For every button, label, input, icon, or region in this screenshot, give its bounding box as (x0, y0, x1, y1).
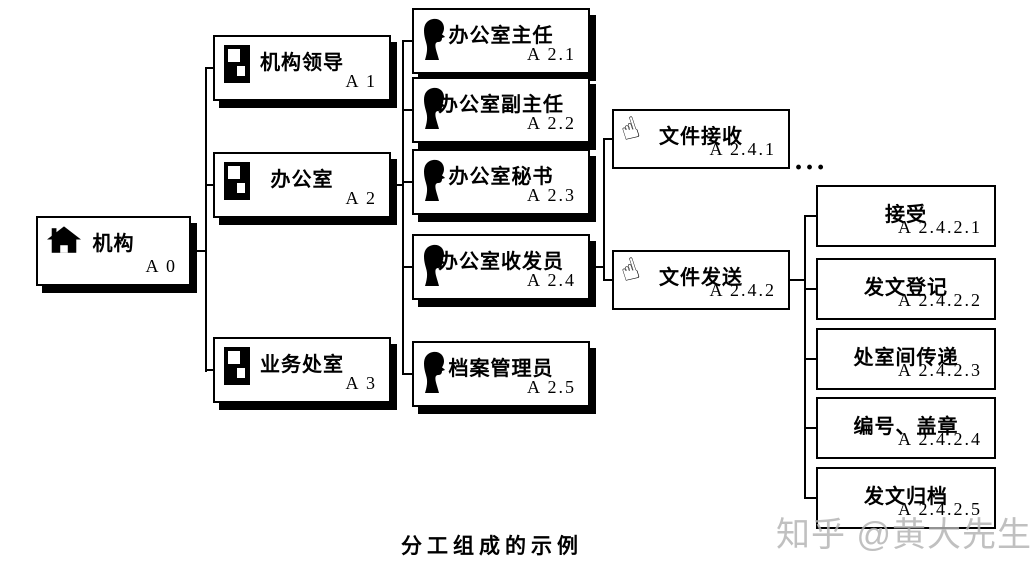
node-a2-4-2-5: 发文归档 A 2.4.2.5 (816, 467, 996, 529)
node-code: A 2.4.2.1 (897, 217, 982, 237)
node-title: 办公室主任 (448, 25, 554, 47)
connector (804, 288, 816, 290)
connector (205, 369, 213, 371)
node-a2-3: 办公室秘书 A 2.3 (412, 149, 590, 215)
node-a0: 机构 A 0 (36, 216, 191, 286)
node-code: A 1 (345, 71, 377, 91)
node-title: 档案管理员 (448, 358, 554, 380)
connector (790, 279, 804, 281)
node-a2-1: 办公室主任 A 2.1 (412, 8, 590, 74)
node-code: A 2.5 (526, 377, 576, 397)
node-code: A 2 (345, 188, 377, 208)
zhihu-watermark: 知乎 @黄大先生 (776, 516, 1032, 554)
node-a1: 机构领导 A 1 (213, 35, 391, 101)
node-title: 机构 (92, 233, 135, 255)
node-code: A 2.2 (526, 113, 576, 133)
person-icon (423, 159, 447, 201)
org-unit-icon (224, 347, 250, 385)
node-a2-4-2-4: 编号、盖章 A 2.4.2.4 (816, 397, 996, 459)
node-title: 接受 (885, 204, 927, 226)
node-code: A 2.4.2.5 (897, 499, 982, 519)
connector (205, 67, 213, 69)
home-icon (47, 226, 81, 255)
connector (804, 497, 816, 499)
node-title: 发文归档 (864, 486, 948, 508)
node-title: 处室间传递 (853, 347, 959, 369)
node-code: A 2.4.2 (709, 280, 776, 300)
node-title: 办公室 (270, 169, 334, 191)
node-code: A 2.3 (526, 185, 576, 205)
diagram-caption: 分工组成的示例 (401, 535, 583, 558)
node-title: 业务处室 (260, 354, 344, 376)
person-icon (423, 351, 447, 393)
node-title: 文件发送 (659, 267, 743, 289)
connector (402, 373, 412, 375)
connector (603, 138, 605, 281)
node-code: A 2.4.1 (709, 139, 776, 159)
connector (391, 184, 402, 186)
connector (191, 250, 205, 252)
node-a2-4-2-3: 处室间传递 A 2.4.2.3 (816, 328, 996, 390)
node-a2-5: 档案管理员 A 2.5 (412, 341, 590, 407)
connector (804, 358, 816, 360)
more-items-ellipsis: ... (794, 146, 828, 176)
node-title: 办公室秘书 (448, 166, 554, 188)
node-a2-4-2-1: 接受 A 2.4.2.1 (816, 185, 996, 247)
connector (804, 427, 816, 429)
node-a2-4: 办公室收发员 A 2.4 (412, 234, 590, 300)
node-a2-4-2-2: 发文登记 A 2.4.2.2 (816, 258, 996, 320)
connector (402, 41, 404, 375)
org-unit-icon (224, 162, 250, 200)
person-icon (423, 87, 447, 129)
connector (205, 68, 207, 372)
connector (402, 40, 412, 42)
node-a2: 办公室 A 2 (213, 152, 391, 218)
connector (603, 138, 612, 140)
person-icon (423, 244, 447, 286)
node-a2-4-2: ☝ 文件发送 A 2.4.2 (612, 250, 790, 310)
node-title: 编号、盖章 (853, 416, 959, 438)
node-code: A 0 (145, 256, 177, 276)
node-a2-4-1: ☝ 文件接收 A 2.4.1 (612, 109, 790, 169)
person-icon (423, 18, 447, 61)
connector (205, 184, 213, 186)
node-title: 文件接收 (659, 126, 743, 148)
connector (603, 279, 612, 281)
org-unit-icon (224, 45, 250, 83)
node-code: A 2.4.2.3 (897, 360, 982, 380)
connector (402, 266, 412, 268)
connector (590, 266, 603, 268)
node-code: A 2.4.2.2 (897, 290, 982, 310)
node-code: A 2.4.2.4 (897, 429, 982, 449)
node-title: 办公室副主任 (438, 94, 564, 116)
node-code: A 2.4 (526, 270, 576, 290)
node-a3: 业务处室 A 3 (213, 337, 391, 403)
connector (402, 109, 412, 111)
connector (804, 215, 806, 499)
node-title: 办公室收发员 (438, 251, 564, 273)
node-title: 机构领导 (260, 52, 344, 74)
node-a2-2: 办公室副主任 A 2.2 (412, 77, 590, 143)
connector (402, 181, 412, 183)
connector (804, 215, 816, 217)
node-title: 发文登记 (864, 277, 948, 299)
node-code: A 3 (345, 373, 377, 393)
node-code: A 2.1 (526, 44, 576, 64)
